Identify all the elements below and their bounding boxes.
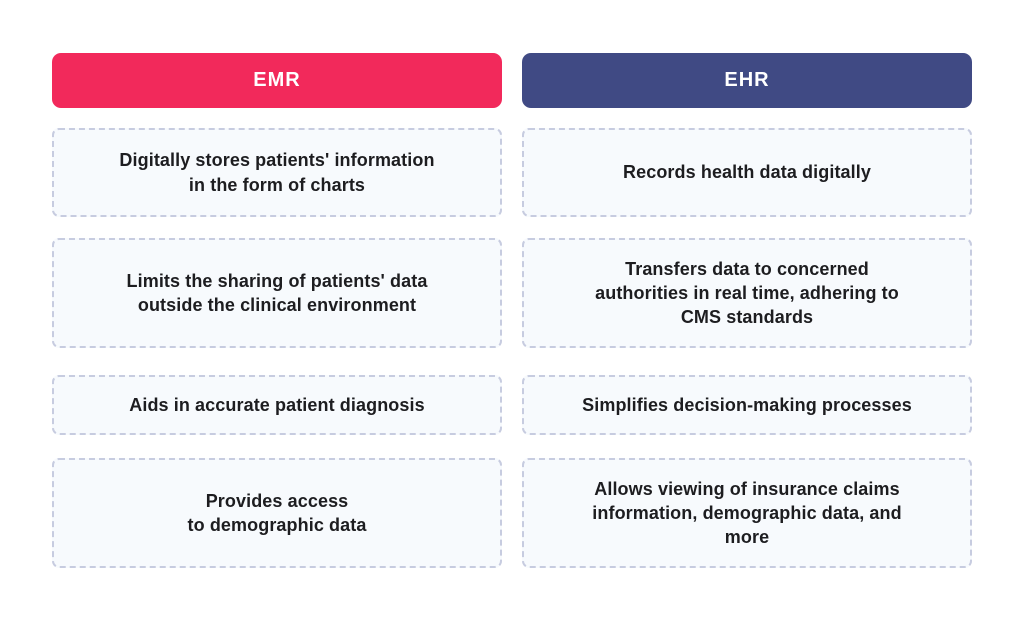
comparison-row-1: Digitally stores patients' information i… xyxy=(52,128,972,217)
header-row: EMR EHR xyxy=(52,53,972,108)
emr-header-label: EMR xyxy=(253,69,301,91)
cell-text: Simplifies decision-making processes xyxy=(582,394,912,415)
ehr-cell-decision-making: Simplifies decision-making processes xyxy=(522,375,972,435)
emr-ehr-comparison-table: EMR EHR Digitally stores patients' infor… xyxy=(52,53,972,568)
ehr-header-label: EHR xyxy=(724,69,770,91)
comparison-row-4: Provides access to demographic data Allo… xyxy=(52,458,972,568)
emr-cell-digital-storage: Digitally stores patients' information i… xyxy=(52,128,502,217)
cell-text: Records health data digitally xyxy=(623,162,871,183)
comparison-row-3: Aids in accurate patient diagnosis Simpl… xyxy=(52,375,972,435)
ehr-cell-records-digitally: Records health data digitally xyxy=(522,128,972,217)
cell-text: Allows viewing of insurance claims infor… xyxy=(592,478,902,548)
cell-text: Digitally stores patients' information i… xyxy=(119,150,435,195)
ehr-column-header: EHR xyxy=(522,53,972,108)
cell-text: Provides access to demographic data xyxy=(187,490,367,535)
emr-cell-accurate-diagnosis: Aids in accurate patient diagnosis xyxy=(52,375,502,435)
cell-text: Limits the sharing of patients' data out… xyxy=(126,270,428,315)
emr-cell-demographic-access: Provides access to demographic data xyxy=(52,458,502,568)
emr-column-header: EMR xyxy=(52,53,502,108)
comparison-row-2: Limits the sharing of patients' data out… xyxy=(52,238,972,348)
ehr-cell-transfers-data: Transfers data to concerned authorities … xyxy=(522,238,972,348)
emr-cell-limits-sharing: Limits the sharing of patients' data out… xyxy=(52,238,502,348)
ehr-cell-insurance-claims: Allows viewing of insurance claims infor… xyxy=(522,458,972,568)
cell-text: Aids in accurate patient diagnosis xyxy=(129,394,425,415)
cell-text: Transfers data to concerned authorities … xyxy=(595,258,899,328)
